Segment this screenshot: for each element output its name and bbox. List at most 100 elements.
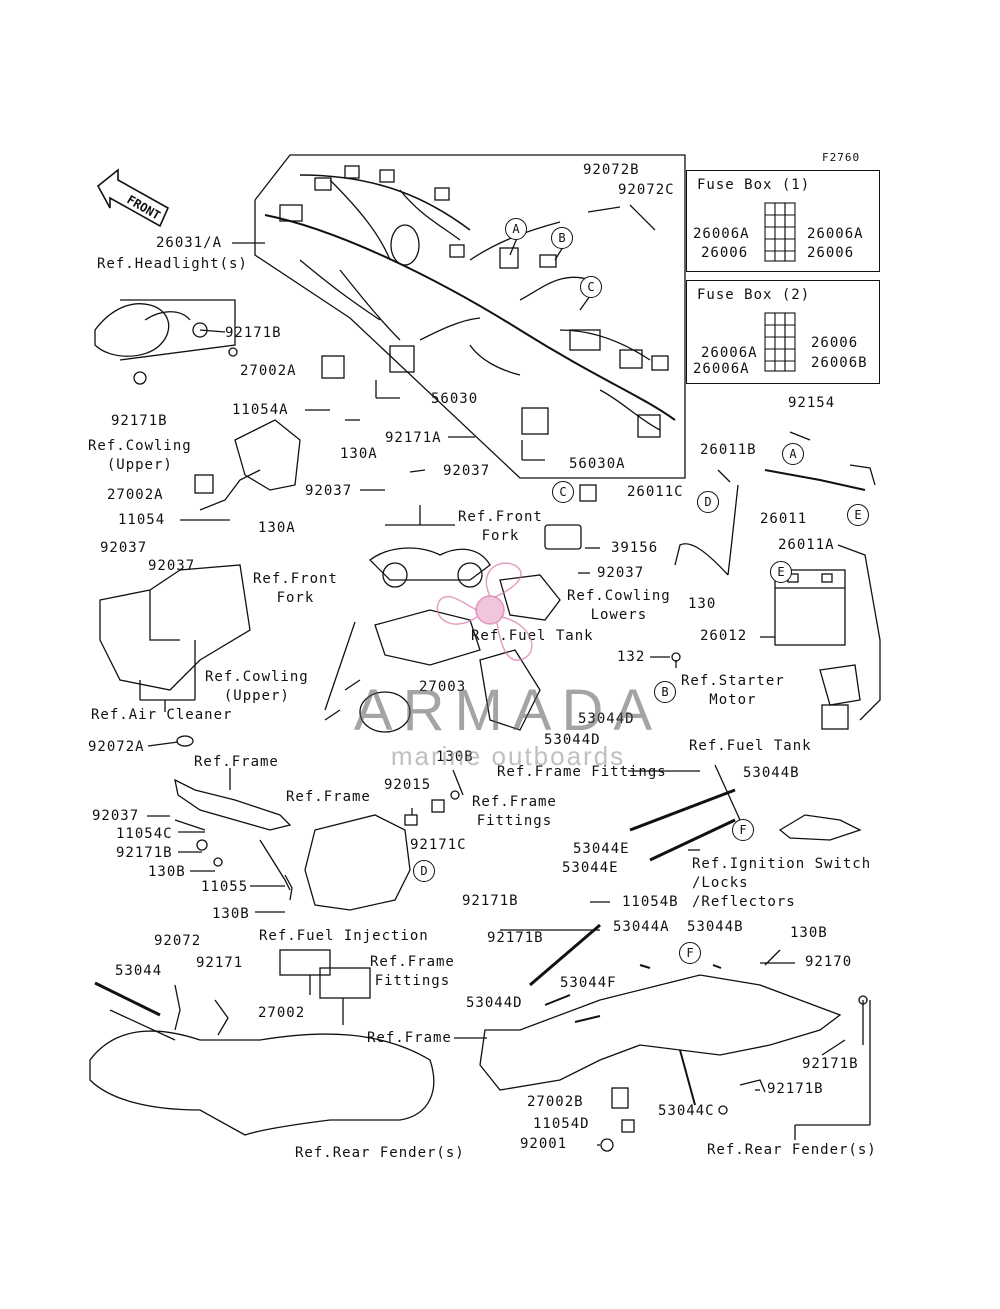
frame-guard bbox=[304, 814, 411, 911]
callout-f: F bbox=[679, 942, 701, 964]
part-label: 27003 bbox=[419, 679, 467, 695]
part-label: 92171C bbox=[410, 837, 467, 853]
part-label: 92072 bbox=[154, 933, 202, 949]
relay-27002A bbox=[321, 355, 345, 379]
part-label: 92037 bbox=[100, 540, 148, 556]
callout-f: F bbox=[732, 819, 754, 841]
ref-label: Ref.Air Cleaner bbox=[91, 707, 233, 723]
part-label: 56030A bbox=[569, 456, 626, 472]
callout-b: B bbox=[551, 227, 573, 249]
part-label: 27002B bbox=[527, 1094, 584, 1110]
ref-label: Ref.Fuel Injection bbox=[259, 928, 429, 944]
part-label: 92037 bbox=[148, 558, 196, 574]
air-cleaner-cover bbox=[99, 564, 251, 691]
part-label: 27002A bbox=[240, 363, 297, 379]
rod-53044E-a bbox=[629, 788, 736, 832]
ref-label: Ref.Cowling (Upper) bbox=[205, 669, 309, 704]
fuse-box-2-title: Fuse Box (2) bbox=[697, 287, 811, 303]
part-label: 39156 bbox=[611, 540, 659, 556]
ref-label: Ref.Front Fork bbox=[458, 509, 543, 544]
figure-code: F2760 bbox=[822, 151, 861, 164]
part-label: 92171B bbox=[487, 930, 544, 946]
fuse-box-1-right-1: 26006A bbox=[807, 226, 864, 242]
part-label: 53044A bbox=[613, 919, 670, 935]
part-label: 92015 bbox=[384, 777, 432, 793]
part-label: 132 bbox=[617, 649, 646, 665]
part-label: 92037 bbox=[443, 463, 491, 479]
fuse-box-2-left-1: 26006A bbox=[701, 345, 758, 361]
rod-53044E-b bbox=[649, 818, 736, 862]
connector-39156 bbox=[544, 524, 582, 550]
callout-e: E bbox=[770, 561, 792, 583]
fuse-box-2-right-2: 26006B bbox=[811, 355, 868, 371]
part-label: 92154 bbox=[788, 395, 836, 411]
part-label: 11054D bbox=[533, 1116, 590, 1132]
harness-trunk bbox=[264, 214, 676, 421]
ref-label: Ref.Front Fork bbox=[253, 571, 338, 606]
callout-b: B bbox=[654, 681, 676, 703]
part-label: 11054B bbox=[622, 894, 679, 910]
fuse-box-1-title: Fuse Box (1) bbox=[697, 177, 811, 193]
part-label: 53044D bbox=[466, 995, 523, 1011]
part-label: 92171B bbox=[462, 893, 519, 909]
ref-label: Ref.Fuel Tank bbox=[689, 738, 812, 754]
part-label: 92037 bbox=[92, 808, 140, 824]
part-label: 92001 bbox=[520, 1136, 568, 1152]
part-label: 26031/A bbox=[156, 235, 223, 251]
fuse-box-1-icon bbox=[764, 202, 796, 262]
callout-d: D bbox=[413, 860, 435, 882]
part-label: 11054 bbox=[118, 512, 166, 528]
callout-a: A bbox=[782, 443, 804, 465]
ref-label: Ref.Frame bbox=[194, 754, 279, 770]
part-label: 53044B bbox=[687, 919, 744, 935]
harness-coil bbox=[390, 224, 420, 266]
part-label: 92037 bbox=[305, 483, 353, 499]
ref-label: Ref.Rear Fender(s) bbox=[295, 1145, 465, 1161]
fuse-box-1-left-1: 26006A bbox=[693, 226, 750, 242]
part-label: 92171B bbox=[111, 413, 168, 429]
part-label: 27002A bbox=[107, 487, 164, 503]
fuel-injection-box bbox=[319, 967, 371, 999]
part-label: 53044B bbox=[743, 765, 800, 781]
ref-label: Ref.Frame bbox=[286, 789, 371, 805]
front-direction-arrow: FRONT bbox=[96, 168, 170, 228]
fuse-box-2-icon bbox=[764, 312, 796, 372]
horn-27003 bbox=[359, 691, 411, 733]
part-label: 92171B bbox=[116, 845, 173, 861]
rear-undertray bbox=[89, 1030, 435, 1136]
fuse-box-2-left-2: 26006A bbox=[693, 361, 750, 377]
part-label: 92037 bbox=[597, 565, 645, 581]
part-label: 53044C bbox=[658, 1103, 715, 1119]
part-label: 92170 bbox=[805, 954, 853, 970]
part-label: 11054A bbox=[232, 402, 289, 418]
fuse-box-1-panel: Fuse Box (1) 26006A 26006 26006A 26006 bbox=[686, 170, 880, 272]
part-label: 26011B bbox=[700, 442, 757, 458]
part-label: 26012 bbox=[700, 628, 748, 644]
part-label: 53044F bbox=[560, 975, 617, 991]
part-label: 92171A bbox=[385, 430, 442, 446]
part-label: 130B bbox=[212, 906, 250, 922]
cowling-stay bbox=[234, 419, 301, 491]
frame-bracket-left bbox=[174, 778, 292, 831]
ref-label: Ref.Headlight(s) bbox=[97, 256, 248, 272]
part-label: 92171B bbox=[802, 1056, 859, 1072]
harness-outline bbox=[254, 154, 686, 479]
callout-d: D bbox=[697, 491, 719, 513]
part-label: 130B bbox=[790, 925, 828, 941]
part-label: 92072B bbox=[583, 162, 640, 178]
cable-26011 bbox=[764, 469, 866, 491]
part-label: 11054C bbox=[116, 826, 173, 842]
battery-26012 bbox=[774, 569, 846, 646]
relay-56030A bbox=[521, 407, 549, 435]
fuse-box-1-left-2: 26006 bbox=[701, 245, 749, 261]
part-label: 11055 bbox=[201, 879, 249, 895]
watermark-propeller-icon bbox=[436, 562, 533, 661]
connector-1 bbox=[279, 204, 303, 222]
callout-a: A bbox=[505, 218, 527, 240]
ignition-bracket bbox=[778, 814, 862, 841]
cable-26011B bbox=[674, 484, 739, 576]
rod-53044F-a bbox=[529, 923, 601, 987]
part-label: 53044 bbox=[115, 963, 163, 979]
fuse-box-2-right-1: 26006 bbox=[811, 335, 859, 351]
